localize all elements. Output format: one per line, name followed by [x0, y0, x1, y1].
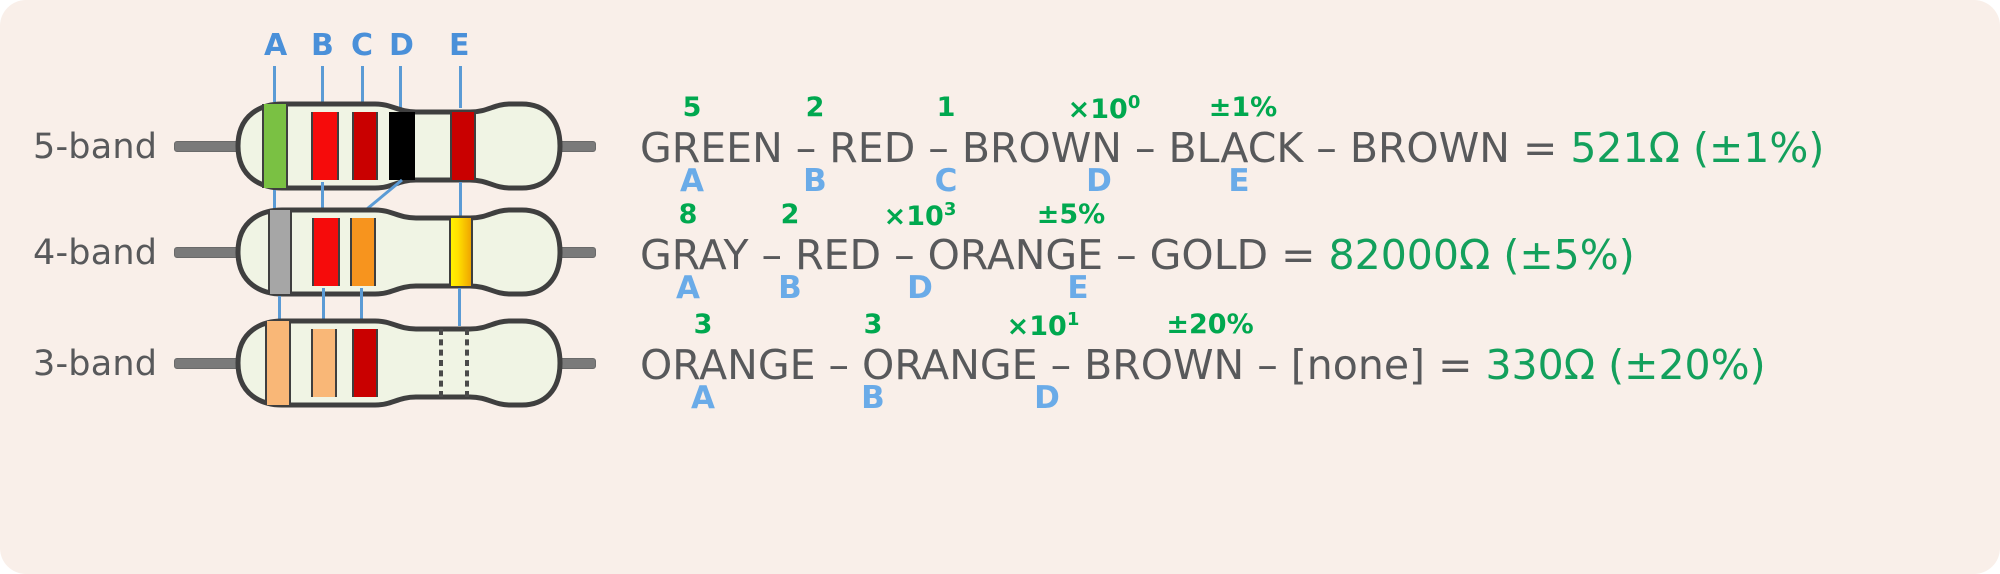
- annotation-5-band-4: ±1%: [1208, 92, 1278, 123]
- band-red: [312, 218, 340, 286]
- annotation-4-band-2: ×103: [883, 199, 957, 232]
- sublabel-3-band-A: A: [691, 380, 715, 416]
- sublabel-5-band-A: A: [680, 163, 704, 199]
- missing-band-e: [465, 329, 469, 397]
- band-light-orange: [265, 321, 291, 405]
- link-line-r2-A: [278, 296, 281, 326]
- top-label-A: A: [264, 28, 288, 63]
- callout-line-C: [361, 66, 364, 108]
- band-gray: [268, 210, 292, 294]
- band-green: [262, 104, 288, 188]
- sublabel-3-band-B: B: [861, 380, 885, 416]
- annotation-5-band-2: 1: [936, 92, 956, 123]
- sublabel-5-band-B: B: [803, 163, 827, 199]
- annotation-3-band-3: ±20%: [1166, 309, 1254, 340]
- equation-text-4-band: GRAY – RED – ORANGE – GOLD = 82000Ω (±5%…: [640, 231, 1635, 279]
- annotation-5-band-0: 5: [682, 92, 702, 123]
- annotation-5-band-3: ×100: [1067, 92, 1141, 125]
- annotation-4-band-3: ±5%: [1036, 199, 1106, 230]
- annotation-3-band-1: 3: [863, 309, 883, 340]
- sublabel-4-band-B: B: [778, 270, 802, 306]
- annotation-4-band-0: 8: [678, 199, 698, 230]
- sublabel-4-band-D: D: [907, 270, 933, 306]
- top-label-E: E: [449, 28, 470, 63]
- callout-line-E: [459, 66, 462, 108]
- link-line-r2-C: [360, 288, 363, 326]
- resistor-3-band: [170, 313, 600, 413]
- sublabel-5-band-E: E: [1228, 163, 1250, 199]
- equation-text-5-band: GREEN – RED – BROWN – BLACK – BROWN = 52…: [640, 124, 1825, 172]
- resistor-5-band: [170, 96, 600, 196]
- equation-text-3-band: ORANGE – ORANGE – BROWN – [none] = 330Ω …: [640, 341, 1766, 389]
- row-title-3-band: 3-band: [33, 344, 158, 384]
- annotation-5-band-1: 2: [805, 92, 825, 123]
- link-line-r1-B: [321, 182, 324, 218]
- row-title-4-band: 4-band: [33, 233, 158, 273]
- resistor-4-band: [170, 202, 600, 302]
- band-black: [389, 112, 415, 180]
- top-label-B: B: [311, 28, 334, 63]
- callout-line-B: [321, 66, 324, 108]
- row-title-5-band: 5-band: [33, 127, 158, 167]
- link-line-r2-E: [458, 288, 461, 326]
- link-line-r2-B: [322, 288, 325, 326]
- band-dark-red-2: [450, 112, 476, 180]
- band-dark-red: [352, 112, 378, 180]
- annotation-3-band-2: ×101: [1006, 309, 1080, 342]
- sublabel-5-band-C: C: [934, 163, 958, 199]
- sublabel-4-band-A: A: [676, 270, 700, 306]
- link-line-r1-A: [273, 190, 276, 218]
- sublabel-3-band-D: D: [1034, 380, 1060, 416]
- callout-line-A: [273, 66, 276, 102]
- top-label-C: C: [351, 28, 374, 63]
- sublabel-5-band-D: D: [1086, 163, 1112, 199]
- missing-band-d: [439, 329, 443, 397]
- annotation-3-band-0: 3: [693, 309, 713, 340]
- sublabel-4-band-E: E: [1067, 270, 1089, 306]
- band-dark-red: [352, 329, 378, 397]
- top-label-D: D: [389, 28, 414, 63]
- band-gold: [449, 218, 473, 286]
- band-red: [311, 112, 339, 180]
- band-orange: [350, 218, 376, 286]
- band-light-orange-2: [311, 329, 337, 397]
- annotation-4-band-1: 2: [780, 199, 800, 230]
- callout-line-D: [399, 66, 402, 108]
- link-line-r1-E: [459, 182, 462, 218]
